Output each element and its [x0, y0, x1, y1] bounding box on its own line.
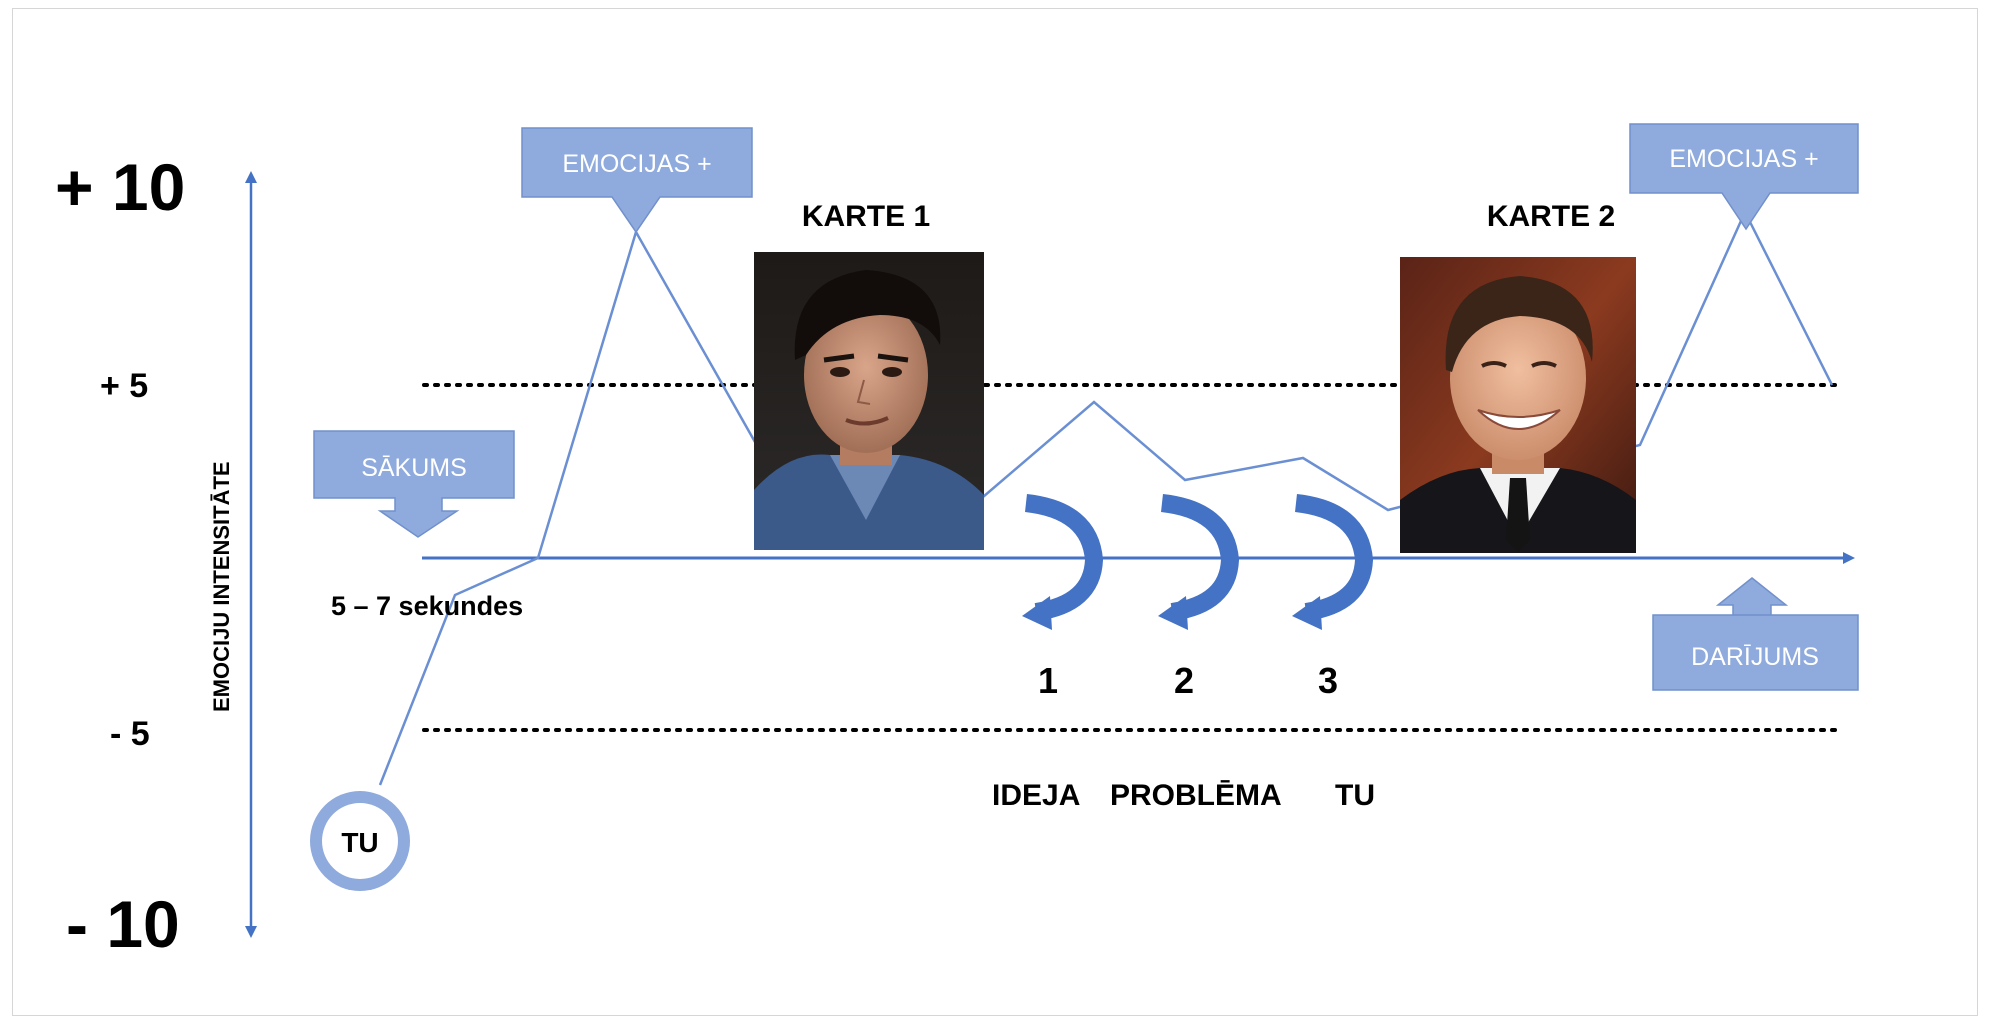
tick-minus-5: - 5 [110, 715, 150, 753]
emotion-curve [378, 209, 1834, 786]
emotion-callout-left-label: EMOCIJAS + [562, 150, 711, 178]
you-marker-label: TU [341, 827, 378, 858]
step-label-3: 3 [1318, 660, 1338, 701]
card2-label: KARTE 2 [1487, 200, 1615, 233]
loop-arrow-2 [1158, 494, 1240, 630]
loop-arrow-3 [1292, 494, 1374, 630]
deal-callout-label: DARĪJUMS [1691, 643, 1819, 671]
footer-term-you: TU [1335, 779, 1375, 812]
emotion-callout-right-label: EMOCIJAS + [1669, 145, 1818, 173]
tick-plus-5: + 5 [100, 367, 148, 405]
axis-title: EMOCIJU INTENSITĀTE [209, 461, 234, 712]
step-label-2: 2 [1174, 660, 1194, 701]
tick-plus-10: + 10 [55, 150, 185, 224]
loop-arrow-1 [1022, 494, 1104, 630]
card1-label: KARTE 1 [802, 200, 930, 233]
step-label-1: 1 [1038, 660, 1058, 701]
footer-term-problem: PROBLĒMA [1110, 779, 1282, 812]
footer-term-idea: IDEJA [992, 779, 1080, 812]
start-callout: SĀKUMS [313, 430, 515, 538]
tick-minus-10: - 10 [66, 887, 180, 961]
deal-callout: DARĪJUMS [1652, 577, 1859, 691]
emotion-callout-right: EMOCIJAS + [1629, 123, 1859, 231]
timing-label: 5 – 7 sekundes [331, 591, 523, 621]
card1-photo [754, 252, 984, 550]
card2-photo [1400, 257, 1636, 553]
you-marker: TU [310, 791, 410, 891]
start-callout-label: SĀKUMS [361, 454, 467, 482]
emotion-callout-left: EMOCIJAS + [521, 127, 753, 234]
